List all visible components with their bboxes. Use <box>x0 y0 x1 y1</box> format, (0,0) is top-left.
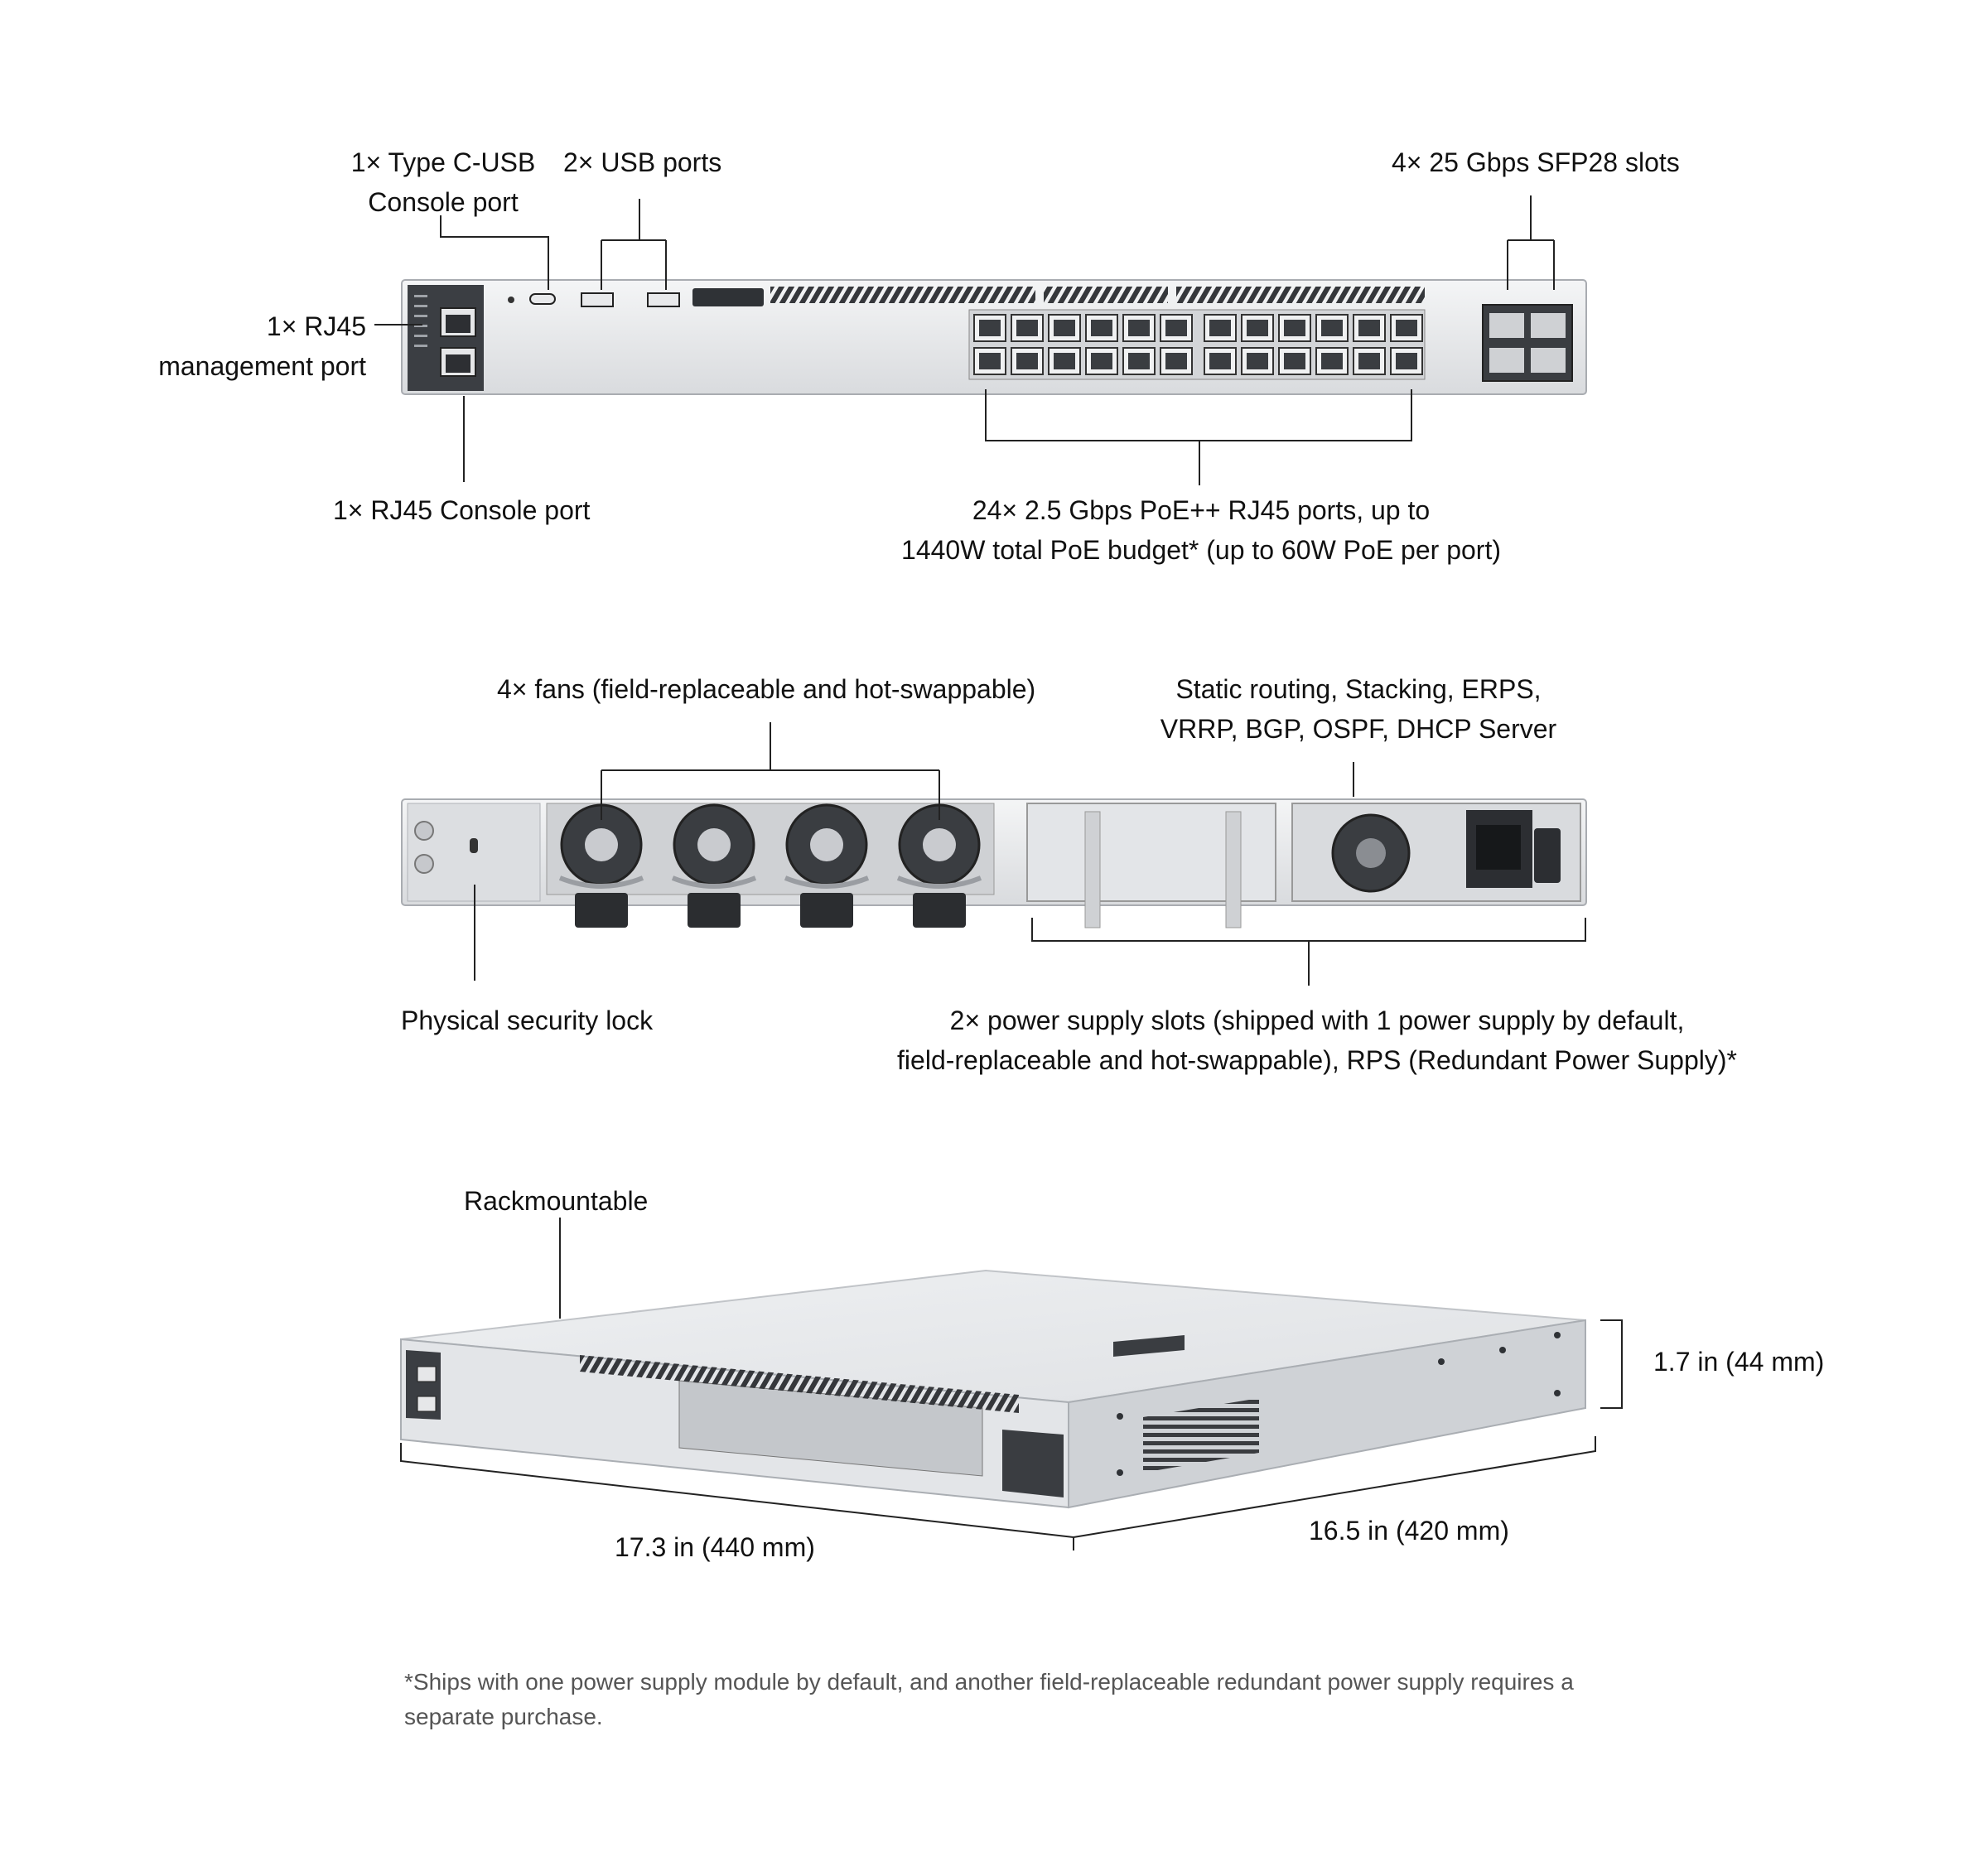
rj45-poe-port <box>973 314 1006 342</box>
rj45-poe-port <box>1204 314 1237 342</box>
label-sfp28: 4× 25 Gbps SFP28 slots <box>1392 147 1680 177</box>
label-mgmt-port: 1× RJ45 management port <box>99 306 366 386</box>
rj45-poe-port <box>1353 347 1386 375</box>
rj45-poe-port <box>973 347 1006 375</box>
brand-badge <box>692 288 764 306</box>
fan <box>671 803 757 928</box>
poe-port-grid <box>968 309 1426 380</box>
security-lock-slot <box>470 838 478 853</box>
rj45-poe-port <box>1241 347 1274 375</box>
fan-handle <box>913 893 966 928</box>
rj45-poe-port <box>1390 314 1423 342</box>
rj45-poe-port <box>1048 347 1081 375</box>
rj45-poe-port <box>1160 314 1193 342</box>
front-panel <box>401 279 1587 395</box>
usb-port-1 <box>581 292 614 307</box>
fan-handle <box>575 893 628 928</box>
fan <box>784 803 870 928</box>
rj45-poe-port <box>1011 347 1044 375</box>
label-psu-line2: field-replaceable and hot-swappable), RP… <box>897 1045 1737 1075</box>
label-depth: 16.5 in (420 mm) <box>1309 1516 1509 1546</box>
front-vents <box>580 1355 1019 1413</box>
label-mgmt-port-line1: 1× RJ45 <box>266 311 366 341</box>
rj45-poe-port <box>1085 314 1118 342</box>
dimension-lines <box>400 1218 1623 1550</box>
rj45-poe-port <box>1278 347 1311 375</box>
rj45-poe-port <box>1315 347 1349 375</box>
label-usbc-console-line1: 1× Type C-USB <box>350 147 536 177</box>
rj45-poe-port <box>1048 314 1081 342</box>
label-poe-ports: 24× 2.5 Gbps PoE++ RJ45 ports, up to 144… <box>870 490 1532 570</box>
front-vent-2 <box>1044 287 1168 303</box>
fan <box>896 803 982 928</box>
fan <box>558 803 644 928</box>
fan-handle <box>688 893 741 928</box>
fan-handle <box>800 893 853 928</box>
label-psu: 2× power supply slots (shipped with 1 po… <box>878 1001 1756 1080</box>
rj45-poe-port <box>1122 347 1156 375</box>
label-features: Static routing, Stacking, ERPS, VRRP, BG… <box>1143 669 1574 749</box>
rear-panel <box>401 798 1587 928</box>
rj45-poe-port <box>1204 347 1237 375</box>
side-vent <box>1143 1398 1259 1473</box>
front-vent-3 <box>1176 287 1425 303</box>
rj45-poe-port <box>1160 347 1193 375</box>
label-poe-ports-line2: 1440W total PoE budget* (up to 60W PoE p… <box>901 535 1501 565</box>
label-width: 17.3 in (440 mm) <box>615 1532 815 1562</box>
front-sfp <box>1002 1430 1064 1497</box>
label-height: 1.7 in (44 mm) <box>1653 1347 1825 1377</box>
label-mgmt-port-line2: management port <box>158 351 366 381</box>
usb-c-console-port <box>529 293 556 305</box>
rj45-poe-port <box>1085 347 1118 375</box>
front-leader-lines <box>374 195 1555 485</box>
label-security-lock: Physical security lock <box>401 1006 654 1035</box>
top-logo-bar <box>1113 1335 1185 1357</box>
rear-leader-lines <box>474 722 1586 986</box>
label-usb-ports: 2× USB ports <box>563 147 722 177</box>
rj45-poe-port <box>1278 314 1311 342</box>
rj45-poe-port <box>1241 314 1274 342</box>
rj45-poe-port <box>1390 347 1423 375</box>
label-features-line1: Static routing, Stacking, ERPS, <box>1175 674 1542 704</box>
rj45-poe-port <box>1353 314 1386 342</box>
label-usbc-console: 1× Type C-USB Console port <box>331 142 555 222</box>
label-fans: 4× fans (field-replaceable and hot-swapp… <box>497 674 1036 704</box>
label-features-line2: VRRP, BGP, OSPF, DHCP Server <box>1160 714 1557 744</box>
label-rj45-console: 1× RJ45 Console port <box>333 495 591 525</box>
label-usbc-console-line2: Console port <box>368 187 519 217</box>
front-vent-1 <box>770 287 1035 303</box>
label-psu-line1: 2× power supply slots (shipped with 1 po… <box>949 1006 1685 1035</box>
rj45-poe-port <box>1315 314 1349 342</box>
label-rackmountable: Rackmountable <box>464 1186 649 1216</box>
rj45-poe-port <box>1011 314 1044 342</box>
label-poe-ports-line1: 24× 2.5 Gbps PoE++ RJ45 ports, up to <box>972 495 1431 525</box>
usb-port-2 <box>647 292 680 307</box>
fan-modules <box>546 803 995 928</box>
footnote: *Ships with one power supply module by d… <box>404 1669 1574 1729</box>
isometric-view <box>400 1269 1586 1509</box>
rj45-poe-port <box>1122 314 1156 342</box>
